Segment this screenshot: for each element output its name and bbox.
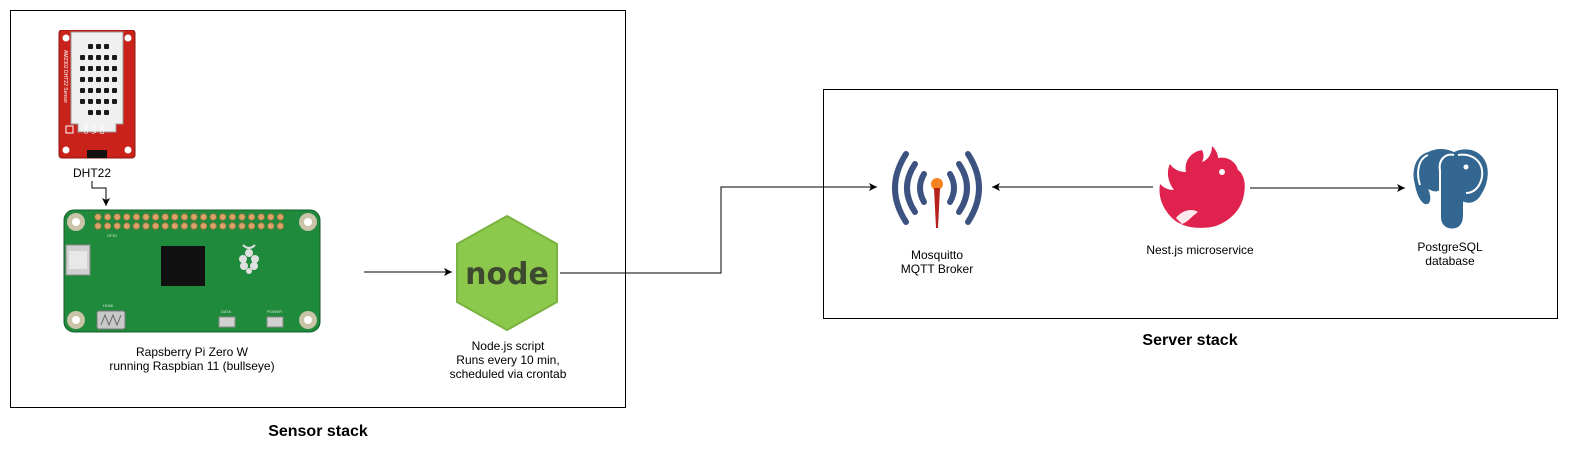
sensor-stack-box bbox=[10, 10, 626, 408]
svg-text:GND: GND bbox=[84, 123, 90, 135]
mosquitto-icon bbox=[892, 151, 982, 228]
sensor-stack-title: Sensor stack bbox=[268, 423, 368, 440]
raspberry-pi-label: Rapsberry Pi Zero W running Raspbian 11 … bbox=[109, 345, 275, 373]
dht22-label: DHT22 bbox=[72, 166, 111, 180]
svg-text:DATA: DATA bbox=[221, 309, 231, 314]
svg-text:POWER: POWER bbox=[267, 309, 282, 314]
nodejs-icon: node bbox=[456, 215, 558, 331]
node-script-label: Node.js script Runs every 10 min, schedu… bbox=[449, 339, 567, 381]
server-stack-box bbox=[823, 89, 1558, 319]
node-to-mosquitto-arrow bbox=[560, 183, 877, 274]
postgresql-icon bbox=[1411, 147, 1490, 231]
sensor-to-pi-arrow bbox=[91, 181, 110, 206]
svg-text:DAT: DAT bbox=[100, 124, 106, 134]
raspberry-pi-board-icon: GPIO HDMI DATA POWER bbox=[63, 209, 321, 333]
mosquitto-label: Mosquitto MQTT Broker bbox=[900, 248, 974, 276]
nestjs-label: Nest.js microservice bbox=[1146, 243, 1254, 257]
dht22-sensor-icon: AM2302 DHT22 Sensor GND VCC DAT bbox=[58, 30, 136, 159]
nestjs-icon bbox=[1159, 146, 1245, 228]
postgresql-label: PostgreSQL database bbox=[1417, 240, 1483, 268]
svg-text:GPIO: GPIO bbox=[107, 233, 117, 238]
sensor-board-text: AM2302 DHT22 Sensor bbox=[62, 50, 68, 103]
svg-text:HDMI: HDMI bbox=[103, 303, 113, 308]
svg-text:VCC: VCC bbox=[92, 123, 98, 134]
node-logo-text: node bbox=[465, 257, 549, 292]
server-stack-title: Server stack bbox=[1142, 332, 1238, 349]
